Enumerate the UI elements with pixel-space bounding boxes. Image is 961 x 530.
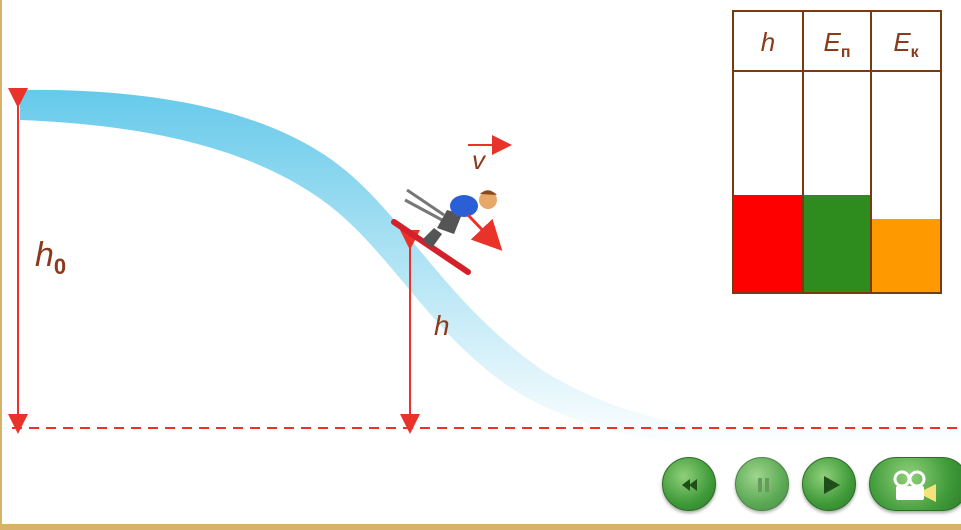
height-column-header: h — [734, 12, 802, 72]
potential-energy-header: Eп — [804, 12, 870, 72]
skier-figure — [391, 188, 503, 275]
pause-button[interactable] — [735, 457, 789, 511]
energy-table: h Eп Eк — [732, 10, 942, 294]
pause-icon — [758, 478, 769, 492]
height-bar — [734, 195, 802, 292]
rewind-icon — [682, 479, 697, 491]
height-column: h — [734, 12, 802, 292]
potential-energy-column: Eп — [802, 12, 870, 292]
kinetic-energy-header: Eк — [872, 12, 940, 72]
snow-slope — [20, 89, 961, 448]
current-height-label: h — [434, 310, 450, 341]
camera-icon — [893, 470, 936, 502]
initial-height-subscript: 0 — [53, 253, 67, 279]
velocity-label: v — [472, 145, 485, 175]
play-button[interactable] — [802, 457, 856, 511]
initial-height-symbol: h — [35, 236, 54, 274]
initial-height-label: h0 — [35, 236, 66, 280]
kinetic-energy-column: Eк — [870, 12, 940, 292]
kinetic-energy-bar — [872, 219, 940, 292]
rewind-button[interactable] — [662, 457, 716, 511]
camera-button[interactable] — [869, 457, 961, 511]
potential-energy-bar — [804, 195, 870, 292]
play-icon — [824, 476, 840, 494]
